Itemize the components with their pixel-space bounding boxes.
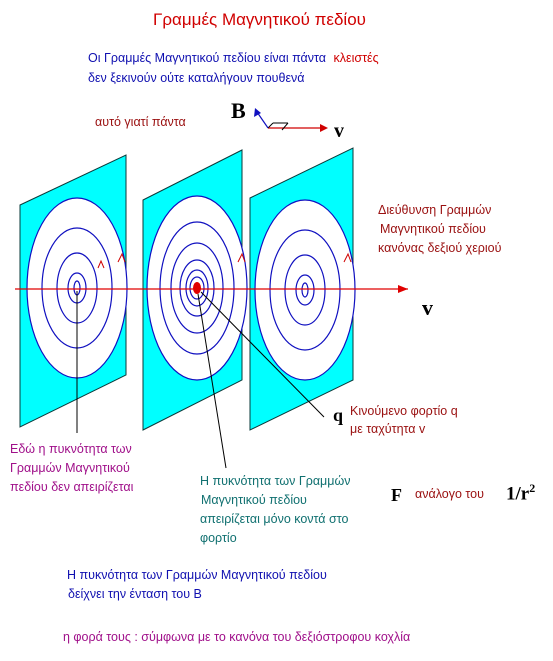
density-strength-note: Η πυκνότητα των Γραμμών Μαγνητικού πεδίο… xyxy=(67,566,327,604)
charge-symbol: q xyxy=(333,405,344,425)
page-title: Γραμμές Μαγνητικού πεδίου xyxy=(153,10,366,29)
middle-note-line-1: Η πυκνότητα των Γραμμών xyxy=(200,474,351,488)
intro-line-2: δεν ξεκινούν ούτε καταλήγουν πουθενά xyxy=(88,71,305,85)
left-note-line-3: πεδίου δεν απειρίζεται xyxy=(10,480,134,494)
direction-note: Διεύθυνση Γραμμών Μαγνητικού πεδίου κανό… xyxy=(378,201,501,258)
middle-note-line-4: φορτίο xyxy=(200,531,237,545)
left-density-note: Εδώ η πυκνότητα των Γραμμών Μαγνητικού π… xyxy=(10,440,133,497)
force-relation: ανάλογο του xyxy=(415,487,484,501)
force-symbol: F xyxy=(391,485,402,505)
left-note-line-2: Γραμμών Μαγνητικού xyxy=(10,461,130,475)
middle-note-line-2: Μαγνητικού πεδίου xyxy=(201,493,307,507)
middle-note-line-3: απειρίζεται μόνο κοντά στο xyxy=(200,512,349,526)
charge-note-line-2: με ταχύτητα v xyxy=(350,422,426,436)
left-note-line-1: Εδώ η πυκνότητα των xyxy=(10,442,132,456)
direction-note-line-2: Μαγνητικού πεδίου xyxy=(380,222,486,236)
density-note-line-1: Η πυκνότητα των Γραμμών Μαγνητικού πεδίο… xyxy=(67,568,327,582)
force-expression: 1/r2 xyxy=(506,481,535,506)
vector-v-label-top: v xyxy=(334,120,344,142)
moving-charge-dot xyxy=(193,282,201,294)
field-panel-left xyxy=(19,154,128,428)
because-text: αυτό γιατί πάντα xyxy=(95,115,186,129)
middle-density-note: Η πυκνότητα των Γραμμών Μαγνητικού πεδίο… xyxy=(200,472,350,548)
rule-note: η φορά τους : σύμφωνα με το κανόνα του δ… xyxy=(63,630,411,644)
velocity-axis-arrowhead xyxy=(398,285,408,293)
charge-note-line-1: Κινούμενο φορτίο q xyxy=(350,404,458,418)
pointer-middle-note xyxy=(197,293,227,469)
direction-note-line-3: κανόνας δεξιού χεριού xyxy=(378,241,502,255)
b-v-vector-diagram xyxy=(254,108,328,132)
vector-b-label: B xyxy=(231,98,246,123)
intro-closed-word: κλειστές xyxy=(333,51,379,65)
intro-line-1: Οι Γραμμές Μαγνητικού πεδίου είναι πάντα… xyxy=(88,51,379,67)
force-expr-exponent: 2 xyxy=(529,481,536,495)
force-expr-base: 1/r xyxy=(506,483,530,505)
intro-line-1-text: Οι Γραμμές Μαγνητικού πεδίου είναι πάντα xyxy=(88,51,327,65)
charge-note: Κινούμενο φορτίο q με ταχύτητα v xyxy=(350,402,458,438)
velocity-axis-label: v xyxy=(422,295,433,320)
pointer-charge-note xyxy=(200,291,325,418)
density-note-line-2: δείχνει την ένταση του B xyxy=(68,587,202,601)
direction-note-line-1: Διεύθυνση Γραμμών xyxy=(378,203,492,217)
